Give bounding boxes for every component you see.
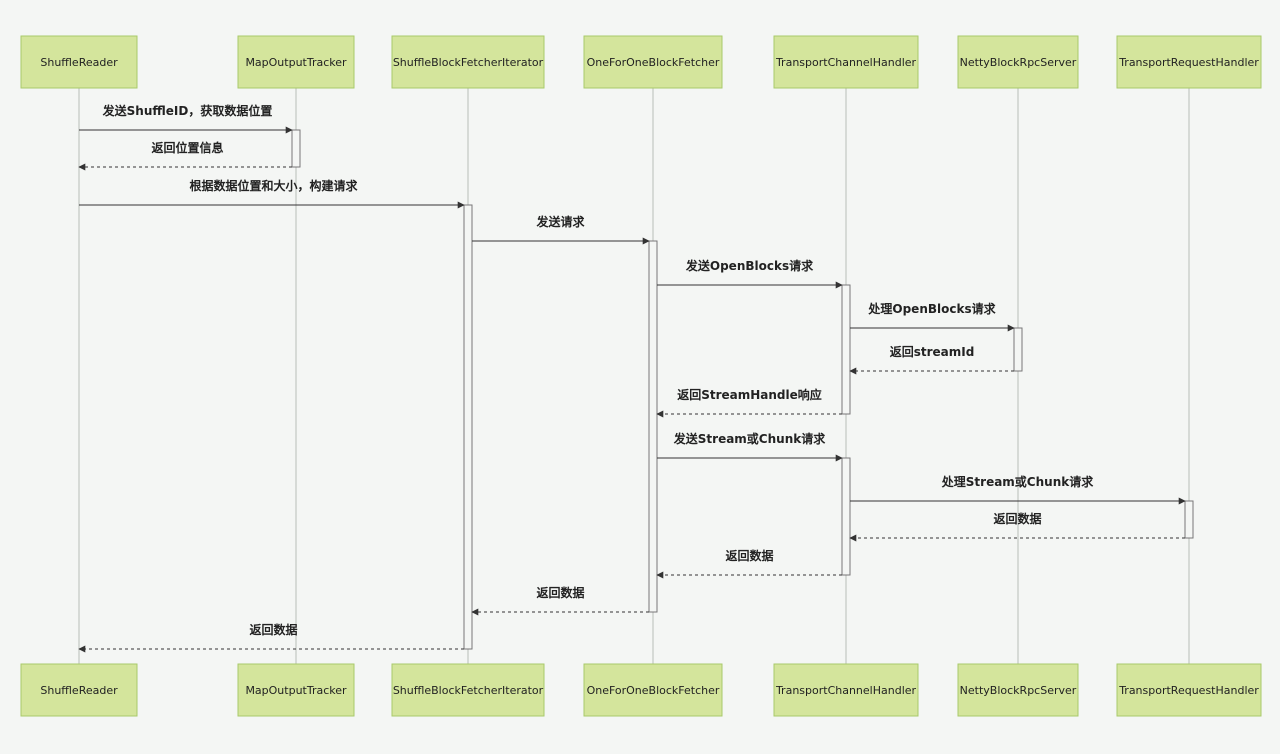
- message-5: 处理OpenBlocks请求: [850, 301, 1015, 332]
- activation-bar-mot: [291, 129, 301, 168]
- activation-bar-oobf: [648, 240, 658, 613]
- message-label: 发送ShuffleID，获取数据位置: [102, 103, 273, 118]
- message-label: 发送Stream或Chunk请求: [673, 431, 826, 446]
- message-label: 发送OpenBlocks请求: [685, 258, 814, 273]
- message-label: 返回streamId: [890, 344, 975, 359]
- actor-box: [1116, 663, 1262, 717]
- actor-label: TransportRequestHandler: [1118, 684, 1259, 697]
- actor-label: TransportChannelHandler: [775, 684, 917, 697]
- message-label: 返回数据: [725, 548, 773, 563]
- actor-box: [583, 35, 723, 89]
- message-10: 返回数据: [849, 511, 1185, 542]
- message-0: 发送ShuffleID，获取数据位置: [79, 103, 293, 134]
- actor-label: TransportRequestHandler: [1118, 56, 1259, 69]
- message-7: 返回StreamHandle响应: [656, 387, 842, 418]
- message-2: 根据数据位置和大小，构建请求: [79, 178, 465, 209]
- actor-mot-top: MapOutputTracker: [237, 35, 355, 89]
- activation-bar-trh: [1184, 500, 1194, 539]
- message-label: 返回数据: [249, 622, 297, 637]
- actor-label: OneForOneBlockFetcher: [587, 56, 720, 69]
- message-3: 发送请求: [472, 214, 650, 245]
- actor-label: TransportChannelHandler: [775, 56, 917, 69]
- actor-box: [237, 35, 355, 89]
- message-label: 处理Stream或Chunk请求: [941, 474, 1094, 489]
- actor-label: ShuffleReader: [40, 56, 118, 69]
- activation-bar-tch: [841, 457, 851, 576]
- actor-nbrs-bottom: NettyBlockRpcServer: [957, 663, 1079, 717]
- actor-box: [583, 663, 723, 717]
- message-label: 返回数据: [536, 585, 584, 600]
- actor-label: ShuffleReader: [40, 684, 118, 697]
- actor-label: NettyBlockRpcServer: [960, 684, 1077, 697]
- actor-box: [391, 663, 545, 717]
- actor-tch-bottom: TransportChannelHandler: [773, 663, 919, 717]
- actor-oobf-top: OneForOneBlockFetcher: [583, 35, 723, 89]
- message-8: 发送Stream或Chunk请求: [657, 431, 843, 462]
- message-label: 返回位置信息: [151, 140, 223, 155]
- actor-sbfi-top: ShuffleBlockFetcherIterator: [391, 35, 545, 89]
- actor-label: ShuffleBlockFetcherIterator: [393, 684, 544, 697]
- actor-mot-bottom: MapOutputTracker: [237, 663, 355, 717]
- message-6: 返回streamId: [849, 344, 1014, 375]
- actor-trh-top: TransportRequestHandler: [1116, 35, 1262, 89]
- message-1: 返回位置信息: [78, 140, 292, 171]
- message-4: 发送OpenBlocks请求: [657, 258, 843, 289]
- actor-trh-bottom: TransportRequestHandler: [1116, 663, 1262, 717]
- actor-label: MapOutputTracker: [245, 56, 347, 69]
- actor-box: [773, 35, 919, 89]
- activation-bar-tch: [841, 284, 851, 415]
- message-label: 发送请求: [535, 214, 585, 229]
- actor-box: [237, 663, 355, 717]
- message-11: 返回数据: [656, 548, 842, 579]
- actor-nbrs-top: NettyBlockRpcServer: [957, 35, 1079, 89]
- actor-label: NettyBlockRpcServer: [960, 56, 1077, 69]
- message-13: 返回数据: [78, 622, 464, 653]
- actor-label: OneForOneBlockFetcher: [587, 684, 720, 697]
- message-label: 处理OpenBlocks请求: [867, 301, 996, 316]
- actor-tch-top: TransportChannelHandler: [773, 35, 919, 89]
- activation-bar-sbfi: [463, 204, 473, 650]
- actor-label: MapOutputTracker: [245, 684, 347, 697]
- actor-box: [957, 663, 1079, 717]
- message-9: 处理Stream或Chunk请求: [850, 474, 1186, 505]
- activation-bar-nbrs: [1013, 327, 1023, 372]
- message-12: 返回数据: [471, 585, 649, 616]
- message-label: 返回StreamHandle响应: [677, 387, 822, 402]
- actor-box: [957, 35, 1079, 89]
- actor-box: [391, 35, 545, 89]
- message-label: 返回数据: [993, 511, 1041, 526]
- actor-box: [773, 663, 919, 717]
- actor-box: [20, 663, 138, 717]
- actor-box: [1116, 35, 1262, 89]
- actor-box: [20, 35, 138, 89]
- actor-sr-top: ShuffleReader: [20, 35, 138, 89]
- actor-label: ShuffleBlockFetcherIterator: [393, 56, 544, 69]
- actor-sr-bottom: ShuffleReader: [20, 663, 138, 717]
- message-label: 根据数据位置和大小，构建请求: [189, 178, 358, 193]
- actor-oobf-bottom: OneForOneBlockFetcher: [583, 663, 723, 717]
- actor-sbfi-bottom: ShuffleBlockFetcherIterator: [391, 663, 545, 717]
